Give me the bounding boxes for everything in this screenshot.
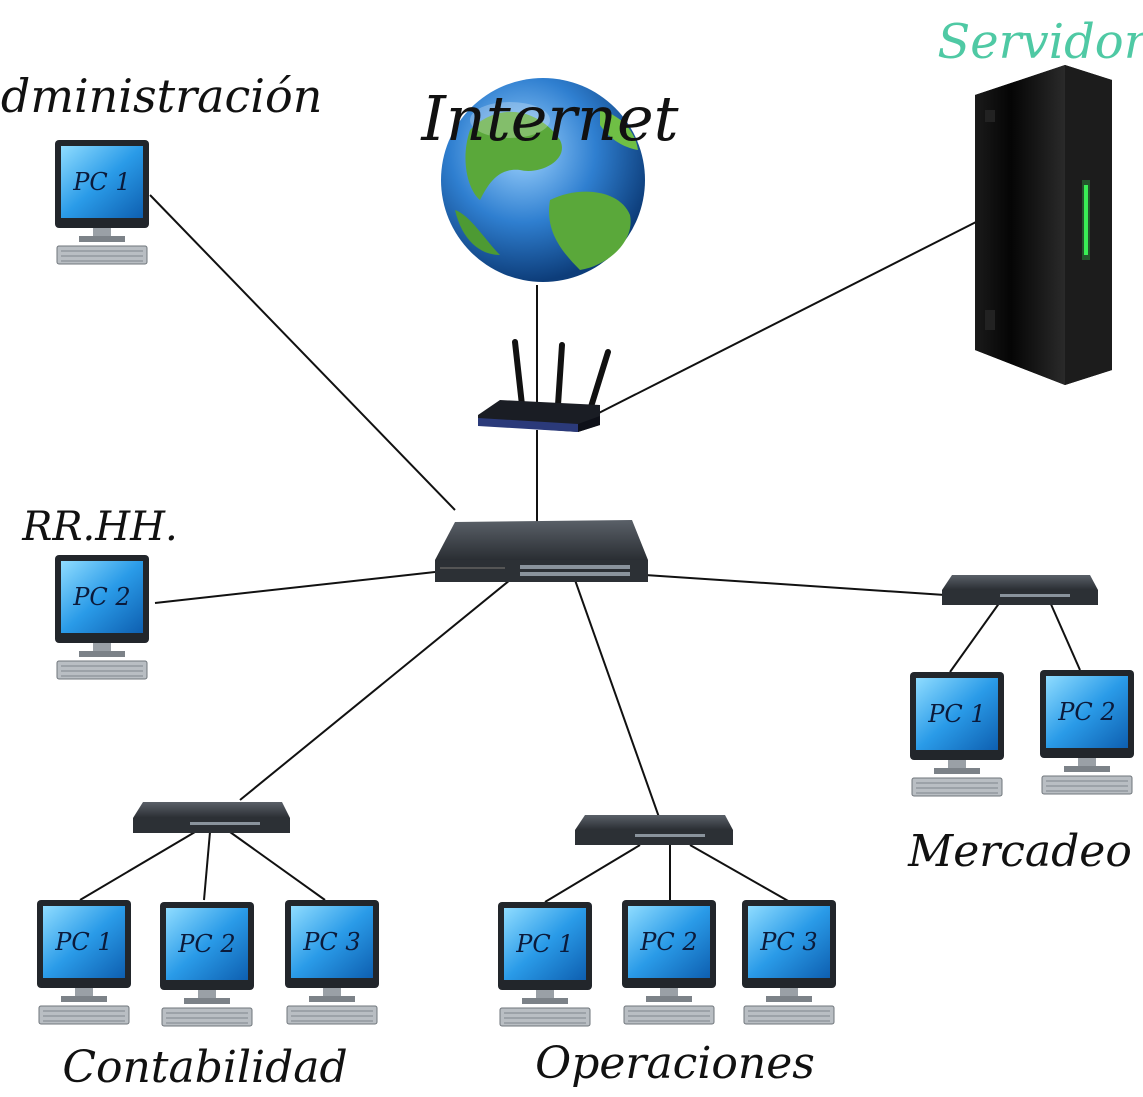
screen <box>61 146 143 218</box>
link-switch-mercadeo <box>644 574 946 596</box>
link-rrhh-switch <box>154 571 436 604</box>
pc-merc-pc1: PC 1 <box>910 672 1004 797</box>
monitor-stand <box>780 988 798 996</box>
link-cont-pc2 <box>203 831 211 901</box>
monitor-stand <box>75 988 93 996</box>
monitor-base <box>766 996 812 1002</box>
link-merc-pc2 <box>1049 601 1081 671</box>
link-cont-pc3 <box>229 831 326 901</box>
pc-label: PC 2 <box>72 583 130 611</box>
link-switch-operaciones <box>574 579 661 821</box>
pc-cont-pc1: PC 1 <box>37 900 131 1025</box>
server-icon <box>975 65 1112 385</box>
screen <box>291 906 373 978</box>
operaciones-switch-icon <box>575 815 733 845</box>
monitor-stand <box>198 990 216 998</box>
admin-label: Administración <box>0 69 322 123</box>
screen <box>61 561 143 633</box>
link-switch-contabilidad <box>239 579 511 801</box>
monitor-base <box>79 236 125 242</box>
pc-label: PC 1 <box>72 168 130 196</box>
monitor-stand <box>323 988 341 996</box>
server-label: Servidor <box>937 14 1143 70</box>
screen <box>748 906 830 978</box>
monitor-stand <box>660 988 678 996</box>
monitor-base <box>79 651 125 657</box>
computers-group: PC 1 PC 2 PC 1 PC 2 PC 3 PC 1 PC 2 PC 3 PC 1 PC 2 <box>37 140 1134 1027</box>
pc-oper-pc3: PC 3 <box>742 900 836 1025</box>
pc-oper-pc1: PC 1 <box>498 902 592 1027</box>
pc-label: PC 2 <box>639 928 697 956</box>
pc-label: PC 3 <box>759 928 817 956</box>
monitor-stand <box>93 643 111 651</box>
internet-globe-icon <box>441 78 645 282</box>
pc-oper-pc2: PC 2 <box>622 900 716 1025</box>
connection-lines <box>79 194 1081 903</box>
pc-label: PC 3 <box>302 928 360 956</box>
pc-merc-pc2: PC 2 <box>1040 670 1134 795</box>
main-switch-icon <box>435 520 648 582</box>
pc-label: PC 2 <box>177 930 235 958</box>
monitor-base <box>61 996 107 1002</box>
pc-label: PC 1 <box>515 930 573 958</box>
screen <box>628 906 710 978</box>
router-icon <box>478 339 611 432</box>
mercadeo-label: Mercadeo <box>907 826 1132 877</box>
pc-rrhh-pc2: PC 2 <box>55 555 149 680</box>
rrhh-label: RR.HH. <box>21 504 177 550</box>
monitor-stand <box>948 760 966 768</box>
mercadeo-switch-icon <box>942 575 1098 605</box>
pc-cont-pc2: PC 2 <box>160 902 254 1027</box>
operaciones-label: Operaciones <box>535 1038 815 1089</box>
pc-label: PC 1 <box>927 700 985 728</box>
screen <box>504 908 586 980</box>
pc-label: PC 1 <box>54 928 112 956</box>
screen <box>166 908 248 980</box>
screen <box>916 678 998 750</box>
pc-cont-pc3: PC 3 <box>285 900 379 1025</box>
contabilidad-switch-icon <box>133 802 290 833</box>
monitor-stand <box>1078 758 1096 766</box>
monitor-base <box>646 996 692 1002</box>
link-admin-switch <box>149 194 456 511</box>
screen <box>1046 676 1128 748</box>
monitor-base <box>934 768 980 774</box>
link-merc-pc1 <box>949 601 1001 673</box>
monitor-base <box>1064 766 1110 772</box>
link-oper-pc1 <box>544 844 641 903</box>
monitor-base <box>522 998 568 1004</box>
monitor-stand <box>536 990 554 998</box>
pc-label: PC 2 <box>1057 698 1115 726</box>
link-router-server <box>584 219 981 421</box>
monitor-base <box>309 996 355 1002</box>
screen <box>43 906 125 978</box>
link-oper-pc3 <box>689 844 791 903</box>
pc-admin-pc1: PC 1 <box>55 140 149 265</box>
monitor-base <box>184 998 230 1004</box>
link-cont-pc1 <box>79 831 196 901</box>
contabilidad-label: Contabilidad <box>62 1042 347 1093</box>
monitor-stand <box>93 228 111 236</box>
internet-label: Internet <box>420 82 678 155</box>
